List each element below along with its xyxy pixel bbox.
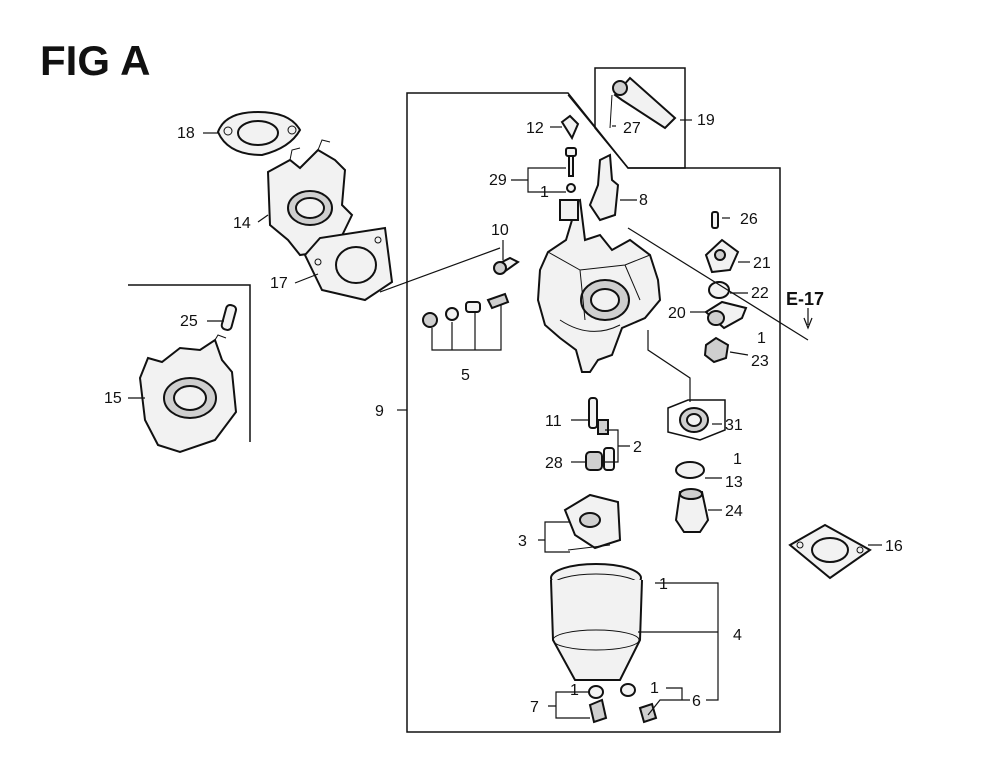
- assembly-frame: [406, 92, 781, 733]
- screw-7: [588, 698, 608, 724]
- washer-22: [708, 281, 730, 299]
- pin-25: [220, 304, 238, 331]
- screw-12: [560, 114, 580, 141]
- screw-10: [493, 256, 520, 275]
- callout-15: 15: [104, 390, 122, 407]
- callout-7: 7: [530, 699, 539, 716]
- choke-lever-19: [609, 76, 677, 130]
- figure-title: FIG A: [40, 37, 150, 84]
- callout-labels: 18 14 17 15 25 19 27 12 29 1 8 10 5 9 26…: [104, 112, 903, 716]
- cover-21: [704, 238, 740, 274]
- insulator-inset-frame: [128, 284, 251, 442]
- part-31: [667, 399, 726, 441]
- clip-28: [585, 451, 603, 471]
- callout-27: 27: [623, 120, 641, 137]
- needle-seat-2: [603, 447, 615, 471]
- carburetor-body: [536, 198, 662, 373]
- screw-29: [565, 147, 577, 177]
- screw-26: [711, 211, 719, 229]
- callout-29: 29: [489, 172, 507, 189]
- reference-e17: E-17: [786, 289, 824, 309]
- bolt-6: [638, 702, 658, 724]
- callout-1-f: 1: [650, 680, 659, 697]
- callout-26: 26: [740, 211, 758, 228]
- callout-1-a: 1: [540, 184, 549, 201]
- oring-13: [675, 461, 705, 479]
- callout-4: 4: [733, 627, 742, 644]
- gasket-16: [788, 523, 872, 580]
- needle-11: [588, 397, 609, 435]
- float-chamber-4: [550, 563, 643, 681]
- callout-22: 22: [751, 285, 769, 302]
- callout-1-b: 1: [757, 330, 766, 347]
- callout-21: 21: [753, 255, 771, 272]
- callout-31: 31: [725, 417, 743, 434]
- callout-16: 16: [885, 538, 903, 555]
- nut-23: [703, 336, 730, 364]
- jet-24: [674, 488, 710, 533]
- callout-1-e: 1: [570, 682, 579, 699]
- callout-24: 24: [725, 503, 743, 520]
- callout-20: 20: [668, 305, 686, 322]
- callout-8: 8: [639, 192, 648, 209]
- callout-3: 3: [518, 533, 527, 550]
- choke-inset-frame: [594, 67, 686, 169]
- bracket-8: [588, 153, 620, 222]
- leader-lines: [128, 94, 882, 719]
- callout-2: 2: [633, 439, 642, 456]
- callout-23: 23: [751, 353, 769, 370]
- insulator-14: [266, 139, 354, 257]
- callout-1-d: 1: [659, 576, 668, 593]
- callout-11: 11: [545, 413, 562, 430]
- callout-18: 18: [177, 125, 195, 142]
- valve-20: [704, 300, 748, 330]
- callout-6: 6: [692, 693, 701, 710]
- washer-7: [588, 685, 604, 699]
- callout-10: 10: [491, 222, 509, 239]
- screw-set-5: [422, 292, 510, 328]
- gasket-18: [216, 110, 302, 157]
- gasket-17: [303, 226, 394, 302]
- callout-12: 12: [526, 120, 544, 137]
- callout-1-c: 1: [733, 451, 742, 468]
- callout-19: 19: [697, 112, 715, 129]
- float-3: [563, 493, 622, 551]
- callout-28: 28: [545, 455, 563, 472]
- washer-29: [566, 183, 576, 193]
- callout-5: 5: [461, 367, 470, 384]
- callout-9: 9: [375, 403, 384, 420]
- washer-6: [620, 683, 636, 697]
- insulator-15: [138, 334, 238, 454]
- callout-25: 25: [180, 313, 198, 330]
- callout-13: 13: [725, 474, 743, 491]
- callout-14: 14: [233, 215, 251, 232]
- callout-17: 17: [270, 275, 288, 292]
